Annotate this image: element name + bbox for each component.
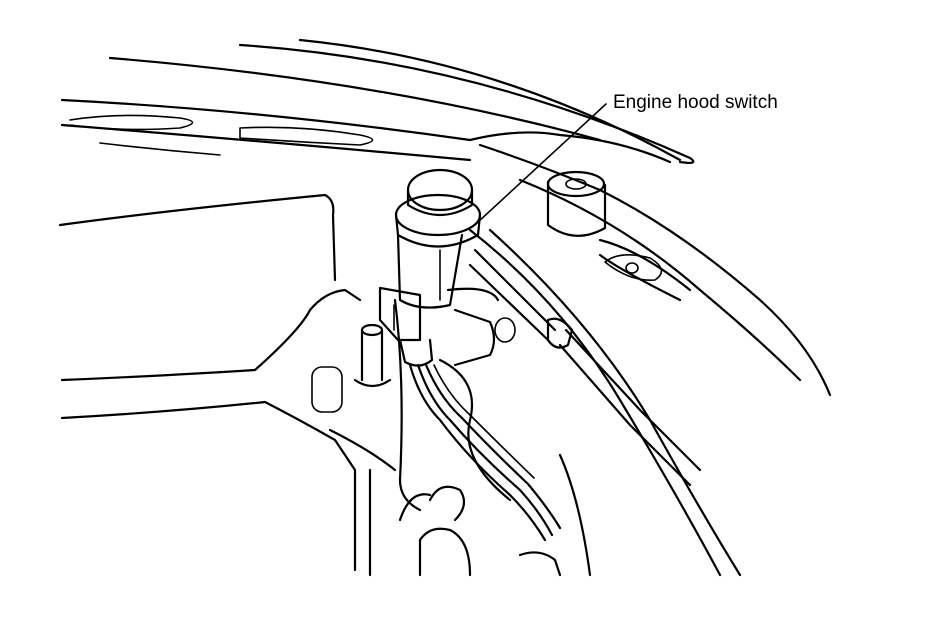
rubber-stop xyxy=(546,170,607,237)
body-panel xyxy=(58,193,397,577)
lower-bracket xyxy=(418,527,562,577)
hood-panel xyxy=(60,38,695,164)
wire-harness xyxy=(398,363,562,542)
hood-rod xyxy=(468,248,702,487)
engine-hood-switch xyxy=(378,168,482,367)
latch-post xyxy=(353,298,422,512)
callout-label-engine-hood-switch: Engine hood switch xyxy=(613,92,778,113)
callout-leader xyxy=(477,103,607,223)
switch-collar xyxy=(438,287,516,502)
